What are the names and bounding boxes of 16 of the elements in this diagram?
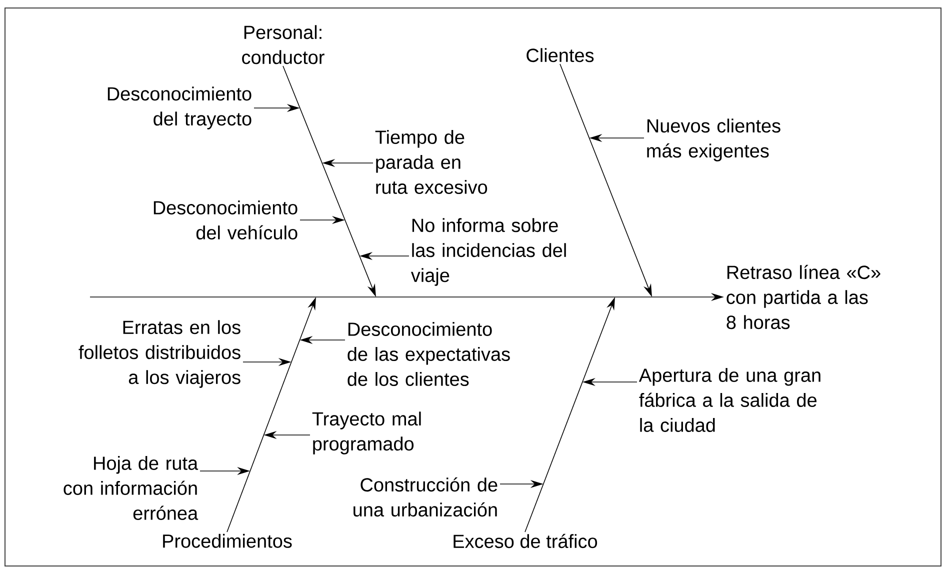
category-label: Personal: conductor bbox=[242, 25, 324, 64]
cause-label: Tiempo de parada en ruta excesivo bbox=[375, 130, 488, 194]
category-label: Procedimientos bbox=[163, 534, 292, 548]
cause-label: Hoja de ruta con información errónea bbox=[64, 456, 198, 520]
category-label: Clientes bbox=[526, 48, 594, 62]
cause-label: Nuevos clientes más exigentes bbox=[647, 118, 780, 162]
cause-label: Erratas en los folletos distribuidos a los viajeros bbox=[78, 320, 240, 388]
effect-label: Retraso línea «C» con partida a las 8 horas bbox=[726, 264, 880, 330]
category-label: Exceso de tráfico bbox=[454, 534, 598, 548]
cause-label: Apertura de una gran fábrica a la salida de la ciudad bbox=[638, 368, 820, 432]
cause-label: Trayecto mal programado bbox=[312, 412, 421, 454]
cause-label: Desconocimiento del trayecto bbox=[108, 86, 252, 130]
cause-label: Desconocimiento de las expectativas de los clientes bbox=[348, 322, 510, 386]
cause-label: Desconocimiento del vehículo bbox=[154, 200, 298, 240]
cause-label: Construcción de una urbanización bbox=[354, 477, 498, 517]
cause-label: No informa sobre las incidencias del viaje bbox=[410, 218, 566, 286]
